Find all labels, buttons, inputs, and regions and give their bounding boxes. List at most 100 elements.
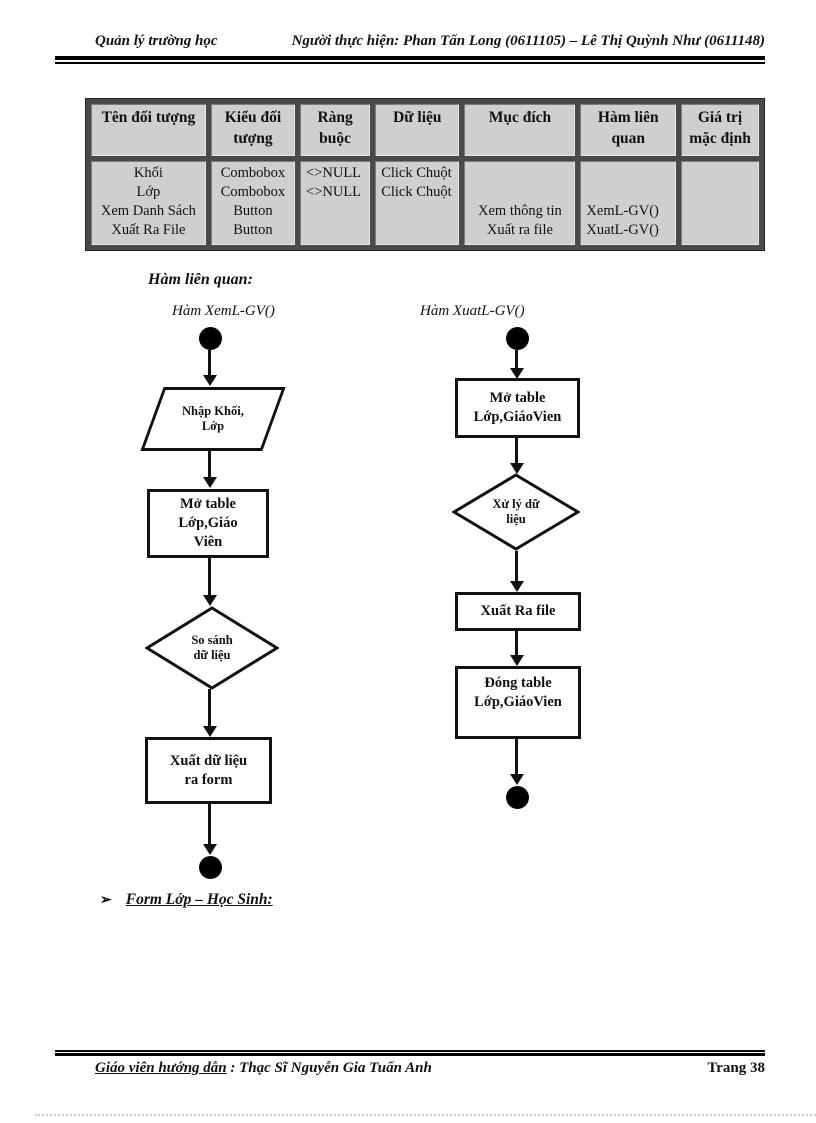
arrow-down-icon: [510, 368, 524, 379]
col-header-muc-dich: Mục đích: [464, 104, 576, 156]
cell-line: Xem Danh Sách: [100, 203, 196, 219]
col-header-du-lieu: Dữ liệu: [375, 104, 460, 156]
cell-rang-buoc: <>NULL <>NULL: [300, 161, 371, 245]
start-node-left: [199, 327, 222, 350]
cell-line: Button: [233, 222, 273, 238]
process-node-xuat-du-lieu: Xuất dữ liệu ra form: [145, 737, 272, 804]
process-node-mo-table-left: Mở table Lớp,Giáo Viên: [147, 489, 269, 558]
cell-line: <>NULL: [306, 165, 362, 181]
arrow-line: [208, 804, 211, 845]
arrow-down-icon: [203, 375, 217, 386]
cell-line: Combobox: [220, 165, 286, 181]
decision-node-xu-ly: Xử lý dữ liệu: [452, 473, 580, 551]
arrow-down-icon: [510, 463, 524, 474]
arrow-down-icon: [203, 844, 217, 855]
col-header-kieu-doi-tuong: Kiểu đối tượng: [210, 104, 296, 156]
cell-line: [466, 164, 573, 183]
decision-line: dữ liệu: [193, 648, 231, 662]
process-line: Lớp,Giáo: [178, 515, 238, 531]
arrow-line: [208, 350, 211, 376]
header-rule-thin: [55, 62, 765, 64]
io-node-label: Nhập Khối, Lớp: [182, 404, 244, 434]
table-header-row: Tên đối tượng Kiểu đối tượng Ràng buộc D…: [91, 104, 759, 156]
footer-advisor-label: Giáo viên hướng dẫn: [95, 1060, 227, 1076]
decision-label: Xử lý dữ liệu: [452, 473, 580, 551]
footer-rule-thick: [55, 1053, 765, 1056]
process-line: Xuất Ra file: [480, 603, 556, 619]
process-line: Mở table: [180, 496, 236, 512]
cell-line: Click Chuột: [381, 184, 452, 200]
cell-line: Lớp: [136, 184, 161, 200]
diamond-shape: [452, 473, 580, 551]
cell-gia-tri-mac-dinh: [681, 161, 759, 245]
page-header: Quản lý trường học Người thực hiện: Phan…: [95, 33, 765, 50]
form-note-text: Form Lớp – Học Sinh:: [125, 891, 273, 908]
cell-line: [683, 164, 757, 183]
cell-line: [683, 221, 757, 240]
cell-muc-dich: Xem thông tin Xuất ra file: [464, 161, 576, 245]
header-authors: Người thực hiện: Phan Tấn Long (0611105)…: [291, 33, 765, 49]
cell-line: Xem thông tin: [478, 203, 562, 219]
process-line: Lớp,GiáoVien: [474, 694, 562, 710]
arrow-line: [515, 739, 518, 775]
decision-label: So sánh dữ liệu: [145, 606, 279, 690]
cell-ham-lien-quan: XemL-GV() XuatL-GV(): [580, 161, 677, 245]
footer-advisor: Giáo viên hướng dẫn : Thạc Sĩ Nguyễn Gia…: [95, 1060, 432, 1077]
process-line: ra form: [184, 771, 233, 788]
arrow-down-icon: [203, 595, 217, 606]
cell-line: Combobox: [220, 184, 286, 200]
cell-line: [582, 183, 674, 202]
cell-line: Click Chuột: [381, 165, 452, 181]
process-line: Viên: [193, 534, 223, 550]
arrow-down-icon: [510, 581, 524, 592]
page-footer: Giáo viên hướng dẫn : Thạc Sĩ Nguyễn Gia…: [95, 1060, 765, 1077]
footer-rule-thin: [55, 1050, 765, 1052]
cell-du-lieu: Click Chuột Click Chuột: [375, 161, 460, 245]
decision-node-so-sanh: So sánh dữ liệu: [145, 606, 279, 690]
cell-line: [302, 202, 368, 221]
process-line: Đóng table: [484, 675, 552, 691]
arrowhead-bullet-icon: ➢: [100, 893, 112, 908]
end-node-left: [199, 856, 222, 879]
arrow-down-icon: [510, 774, 524, 785]
arrow-line: [515, 438, 518, 464]
col-header-rang-buoc: Ràng buộc: [300, 104, 371, 156]
arrow-line: [208, 689, 211, 727]
cell-line: [377, 221, 457, 240]
header-project-title: Quản lý trường học: [95, 33, 218, 49]
decision-line: Xử lý dữ: [492, 497, 540, 511]
diamond-shape: [145, 606, 279, 690]
decision-line: liệu: [506, 512, 526, 526]
process-node-mo-table-right: Mở table Lớp,GiáoVien: [455, 378, 580, 438]
io-node-nhap-khoi-lop: Nhập Khối, Lớp: [140, 387, 286, 451]
arrow-down-icon: [203, 726, 217, 737]
col-header-ten-doi-tuong: Tên đối tượng: [91, 104, 206, 156]
start-node-right: [506, 327, 529, 350]
process-node-xuat-ra-file: Xuất Ra file: [455, 592, 581, 631]
cell-line: XuatL-GV(): [586, 222, 659, 238]
cell-line: Xuất Ra File: [111, 222, 186, 238]
arrow-down-icon: [510, 655, 524, 666]
arrow-down-icon: [203, 477, 217, 488]
cell-line: [683, 183, 757, 202]
footer-page-number: Trang 38: [707, 1060, 765, 1076]
cell-line: Button: [233, 203, 273, 219]
io-line: Lớp: [201, 419, 225, 433]
col-header-ham-lien-quan: Hàm liên quan: [580, 104, 677, 156]
arrow-line: [515, 350, 518, 369]
bottom-dotted-rule: [35, 1114, 816, 1116]
footer-advisor-name: : Thạc Sĩ Nguyễn Gia Tuấn Anh: [226, 1060, 432, 1076]
decision-line: So sánh: [191, 633, 233, 647]
cell-line: XemL-GV(): [586, 203, 659, 219]
form-note: ➢ Form Lớp – Học Sinh:: [100, 891, 273, 909]
process-node-dong-table: Đóng table Lớp,GiáoVien: [455, 666, 581, 739]
process-line: Lớp,GiáoVien: [473, 409, 562, 425]
cell-line: Khối: [133, 165, 163, 181]
arrow-line: [208, 558, 211, 596]
cell-line: [466, 183, 573, 202]
cell-line: [377, 202, 457, 221]
arrow-line: [515, 631, 518, 656]
io-line: Nhập Khối,: [182, 404, 244, 418]
col-header-gia-tri-mac-dinh: Giá trị mặc định: [681, 104, 759, 156]
